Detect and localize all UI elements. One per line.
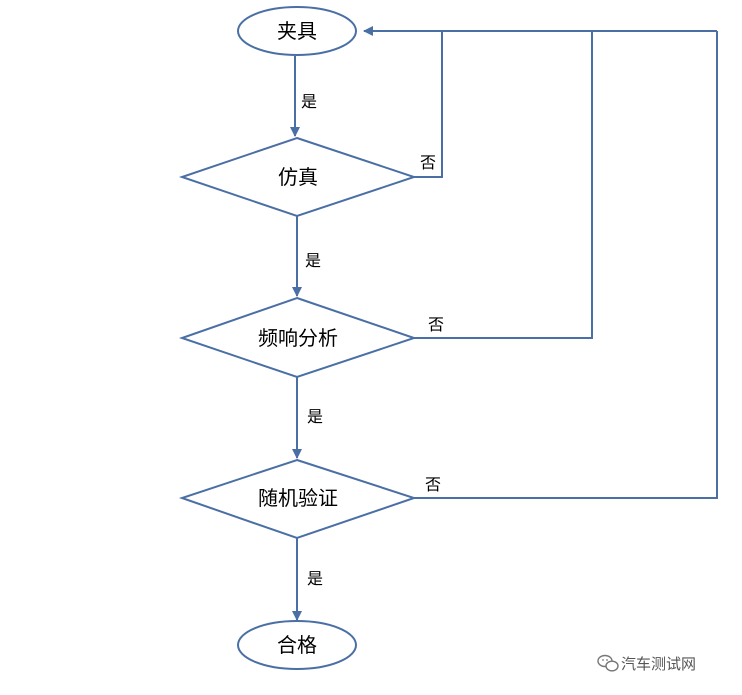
watermark: 汽车测试网 xyxy=(597,654,696,673)
edge-simulation-no-loop xyxy=(414,31,443,178)
edge-random-no-loop xyxy=(414,31,718,499)
edge-label-yes-2: 是 xyxy=(305,251,321,270)
node-random-verification-shape xyxy=(178,458,418,540)
node-frequency-response-shape xyxy=(178,296,418,379)
edge-label-yes-4: 是 xyxy=(307,569,323,588)
node-pass-shape xyxy=(237,620,357,670)
node-random-verification-label: 随机验证 xyxy=(258,486,338,510)
edge-label-yes-3: 是 xyxy=(307,407,323,426)
node-fixture-shape xyxy=(237,6,357,56)
node-simulation-shape xyxy=(178,136,418,218)
watermark-text: 汽车测试网 xyxy=(621,655,696,673)
edge-label-no-2: 否 xyxy=(428,315,444,334)
edge-label-yes-1: 是 xyxy=(301,92,317,111)
wechat-icon xyxy=(597,654,619,672)
edge-frequency-no-loop xyxy=(414,31,593,339)
node-frequency-response-label: 频响分析 xyxy=(258,326,338,350)
node-pass-label: 合格 xyxy=(277,633,317,657)
edge-label-no-3: 否 xyxy=(425,475,441,494)
edge-label-no-1: 否 xyxy=(420,153,436,172)
node-fixture-label: 夹具 xyxy=(277,19,317,43)
node-simulation-label: 仿真 xyxy=(278,165,318,189)
